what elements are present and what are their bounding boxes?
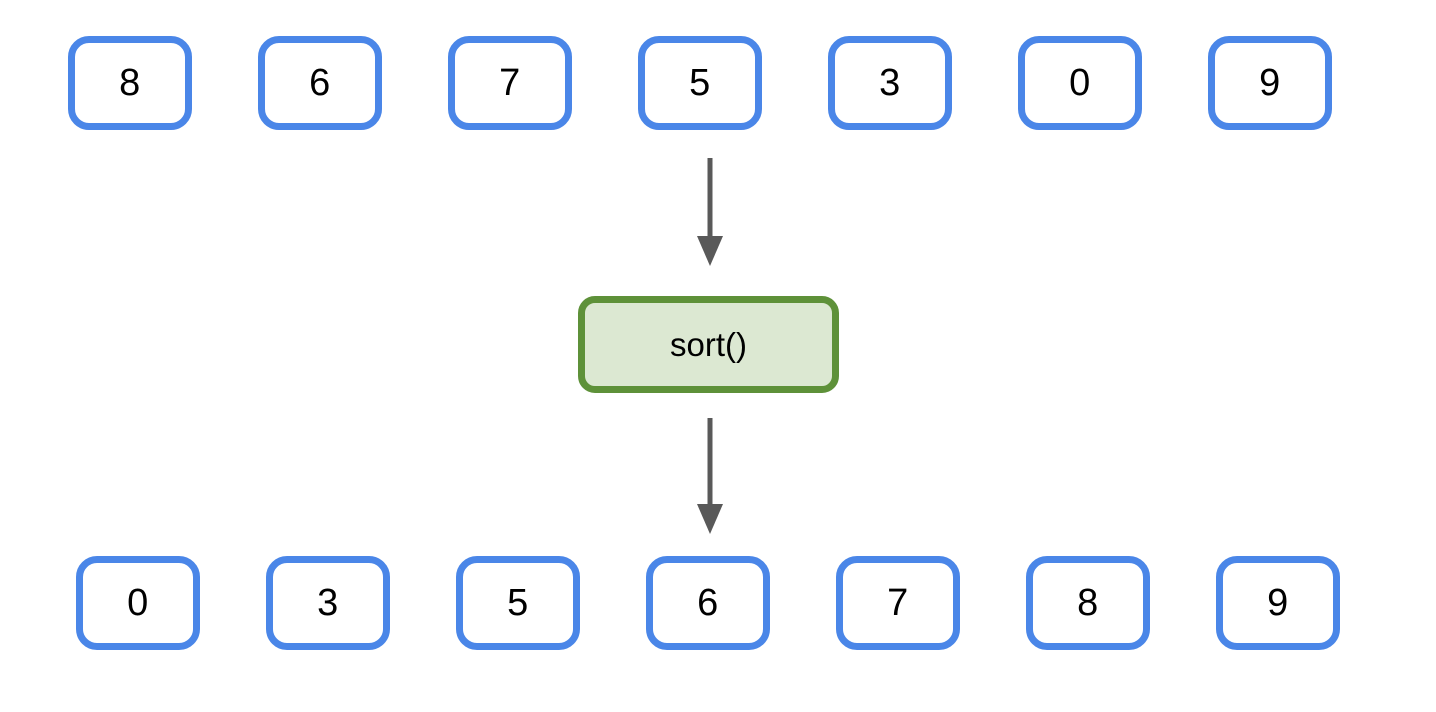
output-box-value: 0 <box>127 582 149 624</box>
input-box-2: 7 <box>448 36 572 130</box>
output-box-3: 6 <box>646 556 770 650</box>
operation-label: sort() <box>670 326 747 363</box>
output-box-1: 3 <box>266 556 390 650</box>
input-box-4: 3 <box>828 36 952 130</box>
output-box-4: 7 <box>836 556 960 650</box>
input-box-value: 3 <box>879 62 901 104</box>
operation-node-sort: sort() <box>578 296 839 393</box>
output-box-0: 0 <box>76 556 200 650</box>
output-box-5: 8 <box>1026 556 1150 650</box>
output-box-value: 7 <box>887 582 909 624</box>
input-box-3: 5 <box>638 36 762 130</box>
input-box-value: 6 <box>309 62 331 104</box>
input-box-6: 9 <box>1208 36 1332 130</box>
arrow-input-to-sort <box>694 158 726 268</box>
input-box-value: 8 <box>119 62 141 104</box>
output-box-2: 5 <box>456 556 580 650</box>
output-box-value: 5 <box>507 582 529 624</box>
input-box-value: 0 <box>1069 62 1091 104</box>
input-box-value: 9 <box>1259 62 1281 104</box>
input-box-value: 7 <box>499 62 521 104</box>
input-box-5: 0 <box>1018 36 1142 130</box>
output-box-6: 9 <box>1216 556 1340 650</box>
output-box-value: 6 <box>697 582 719 624</box>
output-box-value: 8 <box>1077 582 1099 624</box>
input-box-0: 8 <box>68 36 192 130</box>
output-box-value: 9 <box>1267 582 1289 624</box>
input-box-value: 5 <box>689 62 711 104</box>
input-box-1: 6 <box>258 36 382 130</box>
arrow-sort-to-output <box>694 418 726 536</box>
output-box-value: 3 <box>317 582 339 624</box>
